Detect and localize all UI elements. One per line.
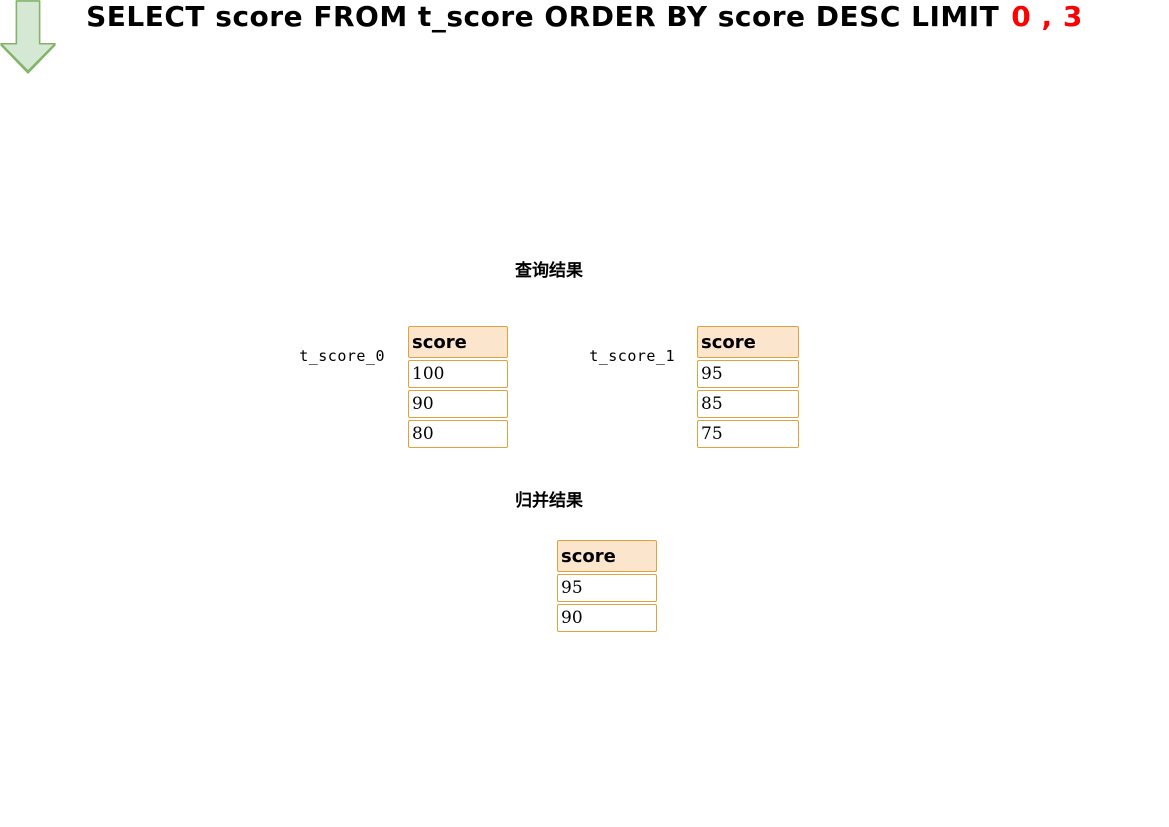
table-row: 85 [697,390,799,418]
table-row: 100 [408,360,508,388]
sql-limit-params: 0 , 3 [1011,0,1083,33]
sql-query-text: SELECT score FROM t_score ORDER BY score… [86,0,1000,33]
column-header: score [697,326,799,358]
shard-table-1-name: t_score_1 [589,347,675,365]
table-row: 90 [408,390,508,418]
merge-result-label: 归并结果 [515,491,583,511]
down-arrow-icon [0,0,56,72]
merged-table: score 95 90 [557,540,657,632]
table-row: 90 [557,604,657,632]
column-header: score [408,326,508,358]
query-result-label: 查询结果 [515,261,583,281]
shard-table-1: score 95 85 75 [697,326,799,448]
shard-table-0: score 100 90 80 [408,326,508,448]
table-row: 80 [408,420,508,448]
sql-query-title: SELECT score FROM t_score ORDER BY score… [0,0,1169,33]
table-row: 75 [697,420,799,448]
table-row: 95 [697,360,799,388]
shard-table-0-name: t_score_0 [299,347,385,365]
column-header: score [557,540,657,572]
table-row: 95 [557,574,657,602]
